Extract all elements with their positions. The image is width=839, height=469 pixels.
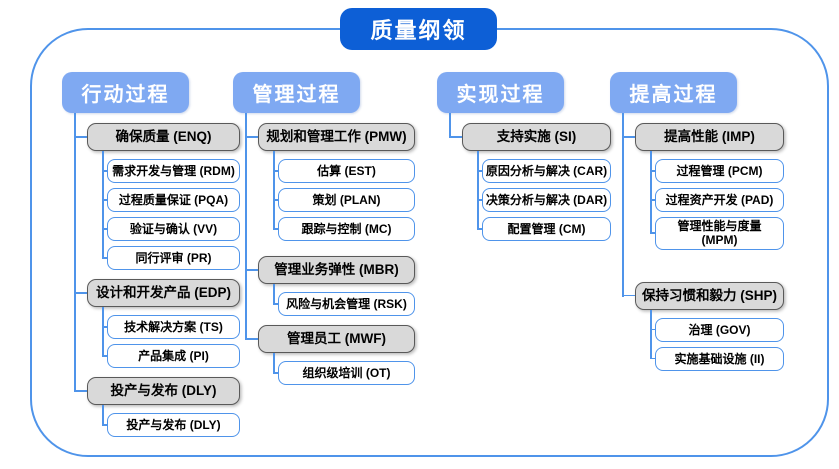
process-column-3: 提高过程提高性能 (IMP) 过程管理 (PCM) 过程资产开发 (PAD) 管理性能…	[610, 72, 784, 371]
leaf-node: 过程管理 (PCM)	[655, 159, 784, 183]
leaf-node: 技术解决方案 (TS)	[107, 315, 240, 339]
group-branch: 管理员工 (MWF) 组织级培训 (OT)	[245, 316, 415, 385]
leaf-branch: 过程质量保证 (PQA)	[102, 183, 240, 212]
process-column-1: 管理过程规划和管理工作 (PMW) 估算 (EST) 策划 (PLAN) 跟踪与控制 …	[233, 72, 415, 385]
group-children: 技术解决方案 (TS) 产品集成 (PI)	[102, 307, 240, 368]
leaf-branch: 管理性能与度量 (MPM)	[650, 212, 784, 250]
leaf-node: 同行评审 (PR)	[107, 246, 240, 270]
group-node: 规划和管理工作 (PMW)	[258, 123, 415, 151]
group-branch: 支持实施 (SI) 原因分析与解决 (CAR) 决策分析与解决 (DAR) 配置管理 …	[449, 113, 611, 241]
column-groups: 确保质量 (ENQ) 需求开发与管理 (RDM) 过程质量保证 (PQA) 验证与确认…	[74, 113, 240, 437]
group-node: 管理员工 (MWF)	[258, 325, 415, 353]
leaf-branch: 决策分析与解决 (DAR)	[477, 183, 611, 212]
group-children: 估算 (EST) 策划 (PLAN) 跟踪与控制 (MC)	[273, 151, 415, 241]
leaf-branch: 过程管理 (PCM)	[650, 151, 784, 183]
leaf-node: 验证与确认 (VV)	[107, 217, 240, 241]
leaf-node: 治理 (GOV)	[655, 317, 784, 342]
group-branch: 管理业务弹性 (MBR) 风险与机会管理 (RSK)	[245, 241, 415, 316]
leaf-branch: 需求开发与管理 (RDM)	[102, 151, 240, 183]
group-node: 支持实施 (SI)	[462, 123, 611, 151]
column-header: 提高过程	[610, 72, 737, 113]
leaf-branch: 估算 (EST)	[273, 151, 415, 183]
column-header: 管理过程	[233, 72, 360, 113]
leaf-node: 组织级培训 (OT)	[278, 361, 415, 385]
process-column-2: 实现过程支持实施 (SI) 原因分析与解决 (CAR) 决策分析与解决 (DAR) 配…	[437, 72, 611, 241]
leaf-branch: 投产与发布 (DLY)	[102, 405, 240, 437]
leaf-branch: 过程资产开发 (PAD)	[650, 183, 784, 212]
leaf-node: 策划 (PLAN)	[278, 188, 415, 212]
leaf-node: 风险与机会管理 (RSK)	[278, 292, 415, 316]
leaf-node: 需求开发与管理 (RDM)	[107, 159, 240, 183]
leaf-branch: 产品集成 (PI)	[102, 339, 240, 368]
group-node: 投产与发布 (DLY)	[87, 377, 240, 405]
group-children: 风险与机会管理 (RSK)	[273, 284, 415, 316]
group-children: 组织级培训 (OT)	[273, 353, 415, 385]
leaf-branch: 风险与机会管理 (RSK)	[273, 284, 415, 316]
group-branch: 规划和管理工作 (PMW) 估算 (EST) 策划 (PLAN) 跟踪与控制 (MC)	[245, 113, 415, 241]
group-branch: 提高性能 (IMP) 过程管理 (PCM) 过程资产开发 (PAD) 管理性能与度量 …	[622, 113, 784, 250]
group-children: 原因分析与解决 (CAR) 决策分析与解决 (DAR) 配置管理 (CM)	[477, 151, 611, 241]
group-node: 管理业务弹性 (MBR)	[258, 256, 415, 284]
leaf-branch: 策划 (PLAN)	[273, 183, 415, 212]
leaf-branch: 实施基础设施 (II)	[650, 341, 784, 371]
leaf-branch: 原因分析与解决 (CAR)	[477, 151, 611, 183]
leaf-branch: 组织级培训 (OT)	[273, 353, 415, 385]
column-header: 实现过程	[437, 72, 564, 113]
column-groups: 支持实施 (SI) 原因分析与解决 (CAR) 决策分析与解决 (DAR) 配置管理 …	[449, 113, 611, 241]
group-branch: 投产与发布 (DLY) 投产与发布 (DLY)	[74, 368, 240, 437]
leaf-branch: 同行评审 (PR)	[102, 241, 240, 270]
leaf-branch: 跟踪与控制 (MC)	[273, 212, 415, 241]
group-node: 保持习惯和毅力 (SHP)	[635, 281, 784, 310]
leaf-node: 跟踪与控制 (MC)	[278, 217, 415, 241]
group-branch: 确保质量 (ENQ) 需求开发与管理 (RDM) 过程质量保证 (PQA) 验证与确认…	[74, 113, 240, 270]
process-column-0: 行动过程确保质量 (ENQ) 需求开发与管理 (RDM) 过程质量保证 (PQA) 验…	[62, 72, 240, 437]
column-header: 行动过程	[62, 72, 189, 113]
group-node: 设计和开发产品 (EDP)	[87, 279, 240, 307]
leaf-node: 配置管理 (CM)	[482, 217, 611, 241]
leaf-branch: 配置管理 (CM)	[477, 212, 611, 241]
column-groups: 提高性能 (IMP) 过程管理 (PCM) 过程资产开发 (PAD) 管理性能与度量 …	[622, 113, 784, 371]
group-children: 投产与发布 (DLY)	[102, 405, 240, 437]
leaf-branch: 技术解决方案 (TS)	[102, 307, 240, 339]
leaf-node: 决策分析与解决 (DAR)	[482, 188, 611, 212]
leaf-branch: 验证与确认 (VV)	[102, 212, 240, 241]
group-branch: 设计和开发产品 (EDP) 技术解决方案 (TS) 产品集成 (PI)	[74, 270, 240, 368]
group-node: 确保质量 (ENQ)	[87, 123, 240, 151]
leaf-node: 管理性能与度量 (MPM)	[655, 217, 784, 250]
leaf-node: 实施基础设施 (II)	[655, 346, 784, 371]
leaf-node: 过程资产开发 (PAD)	[655, 188, 784, 212]
group-children: 治理 (GOV) 实施基础设施 (II)	[650, 309, 784, 371]
leaf-node: 投产与发布 (DLY)	[107, 413, 240, 437]
leaf-branch: 治理 (GOV)	[650, 309, 784, 342]
diagram-title: 质量纲领	[340, 8, 497, 50]
leaf-node: 过程质量保证 (PQA)	[107, 188, 240, 212]
leaf-node: 原因分析与解决 (CAR)	[482, 159, 611, 183]
column-groups: 规划和管理工作 (PMW) 估算 (EST) 策划 (PLAN) 跟踪与控制 (MC)…	[245, 113, 415, 385]
group-children: 需求开发与管理 (RDM) 过程质量保证 (PQA) 验证与确认 (VV) 同行评审 …	[102, 151, 240, 270]
group-node: 提高性能 (IMP)	[635, 123, 784, 151]
group-branch: 保持习惯和毅力 (SHP) 治理 (GOV) 实施基础设施 (II)	[622, 249, 784, 371]
leaf-node: 估算 (EST)	[278, 159, 415, 183]
group-children: 过程管理 (PCM) 过程资产开发 (PAD) 管理性能与度量 (MPM)	[650, 151, 784, 250]
leaf-node: 产品集成 (PI)	[107, 344, 240, 368]
